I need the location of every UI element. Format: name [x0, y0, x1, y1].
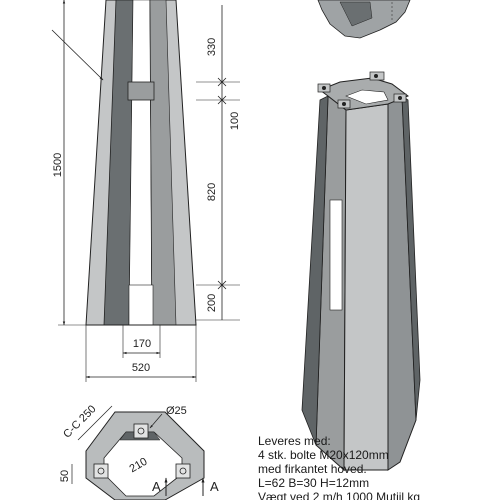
- delivery-note-line: med firkantet hoved.: [258, 462, 367, 476]
- iso-left-dark: [301, 95, 329, 446]
- dim-right-chain: 330 100 820 200: [196, 5, 241, 321]
- section-mark-right: A: [210, 479, 219, 494]
- delivery-note-line: Vægt ved 2 m/h 1000 Mutjil kg: [258, 490, 421, 500]
- delivery-note-heading: Leveres med:: [258, 434, 331, 448]
- pillar-base-opening: [128, 284, 154, 326]
- pillar-crossbar: [127, 81, 155, 101]
- iso-top-opening: [345, 89, 389, 105]
- section-mark-left: A: [152, 479, 161, 494]
- dim-lower-segment-label: 820: [206, 183, 218, 201]
- plan-offset-label: 50: [59, 470, 71, 482]
- iso-front-face: [343, 103, 389, 471]
- dim-top-segment-label: 330: [206, 38, 218, 56]
- top-detail-sketch: [317, 0, 411, 39]
- plan-corner-block-right: [175, 463, 191, 479]
- plan-inner-octagon: [103, 431, 183, 497]
- plan-corner-block-top: [133, 423, 149, 439]
- plan-cc-label: C-C 250: [61, 403, 98, 440]
- dim-total-height-label: 1500: [52, 153, 64, 177]
- front-elevation: [51, 0, 197, 326]
- delivery-note-line: L=62 B=30 H=12mm: [258, 476, 370, 490]
- dim-inner-width-label: 170: [133, 338, 151, 350]
- plan-corner-block-left: [93, 463, 109, 479]
- dim-total-height: 1500: [52, 0, 86, 326]
- delivery-note-line: 4 stk. bolte M20x120mm: [258, 448, 389, 462]
- dim-outer-width-label: 520: [132, 362, 150, 374]
- delivery-note: Leveres med: 4 stk. bolte M20x120mm med …: [258, 434, 498, 500]
- plan-view: C-C 250 Ø25 210 50 A A: [59, 403, 219, 500]
- dim-widths: 170 520: [85, 325, 197, 382]
- plan-hole-label: Ø25: [166, 405, 187, 417]
- dim-middle-band-label: 100: [229, 112, 241, 130]
- pillar-center-opening: [128, 0, 153, 326]
- dim-base-segment-label: 200: [206, 294, 218, 312]
- isometric-pillar: [301, 71, 421, 472]
- iso-side-window: [329, 199, 343, 311]
